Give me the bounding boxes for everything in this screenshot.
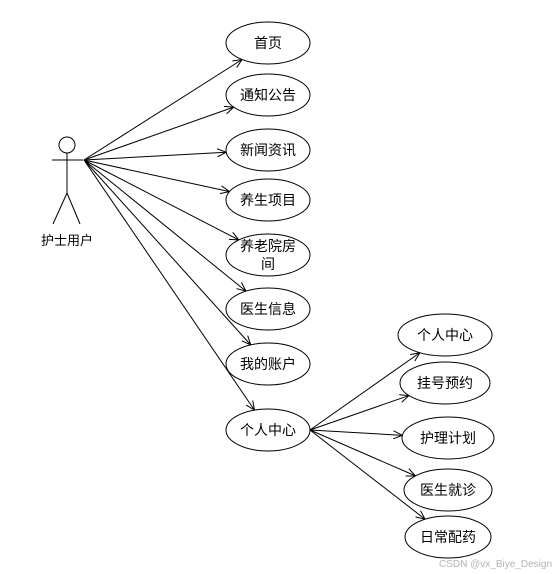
use-case-ellipse	[225, 233, 311, 277]
use-case-label: 养生项目	[240, 193, 296, 209]
use-case-label: 通知公告	[240, 87, 296, 104]
sub-use-case-label: 日常配药	[420, 530, 476, 546]
sub-association-line	[309, 429, 425, 519]
actor-head	[58, 136, 76, 154]
use-case-ellipse	[225, 408, 311, 452]
sub-use-case-ellipse	[403, 468, 493, 512]
use-case-label: 间	[261, 257, 275, 273]
use-case[interactable]: 医生信息	[225, 287, 311, 331]
sub-use-case-ellipse	[401, 416, 495, 460]
use-case-ellipse	[225, 342, 311, 386]
use-case[interactable]: 通知公告	[225, 73, 311, 117]
use-case-ellipse	[225, 178, 311, 222]
use-case-ellipse	[225, 287, 311, 331]
sub-use-case[interactable]: 医生就诊	[403, 468, 493, 512]
sub-use-case[interactable]: 护理计划	[401, 416, 495, 460]
sub-use-case-label: 医生就诊	[420, 483, 476, 499]
use-case[interactable]: 个人中心	[225, 408, 311, 452]
use-case-label: 医生信息	[240, 301, 296, 318]
association-line	[83, 152, 226, 161]
sub-use-case-label: 护理计划	[420, 431, 476, 447]
use-case[interactable]: 首页	[225, 21, 311, 65]
use-case-label: 个人中心	[240, 423, 296, 439]
associations	[83, 60, 425, 520]
sub-use-case-ellipse	[404, 515, 492, 559]
use-case-label: 养老院房	[240, 239, 296, 255]
sub-use-case-label: 挂号预约	[417, 376, 473, 392]
use-case-label: 我的账户	[240, 356, 296, 373]
association-line	[83, 107, 234, 161]
association-line	[83, 159, 254, 410]
sub-association-line	[309, 396, 409, 431]
association-line	[83, 159, 239, 240]
actor-left-leg	[52, 192, 68, 225]
association-line	[83, 159, 229, 192]
use-case-label: 首页	[254, 36, 282, 52]
sub-use-case-label: 个人中心	[417, 328, 473, 344]
association-line	[83, 60, 242, 161]
use-case-ellipse	[225, 128, 311, 172]
use-case[interactable]: 新闻资讯	[225, 128, 311, 172]
watermark: CSDN @vx_Biye_Design	[439, 559, 552, 570]
association-line	[83, 159, 246, 291]
use-case-ellipse	[225, 21, 311, 65]
use-case-label: 新闻资讯	[240, 143, 296, 159]
use-case-ellipse	[225, 73, 311, 117]
actor-figure	[52, 136, 83, 225]
use-case[interactable]: 我的账户	[225, 342, 311, 386]
sub-association-line	[309, 353, 420, 431]
sub-use-case[interactable]: 挂号预约	[399, 361, 491, 405]
actor-label: 护士用户	[41, 233, 93, 249]
sub-use-case-ellipse	[397, 313, 493, 357]
sub-use-case-ellipse	[399, 361, 491, 405]
use-case[interactable]: 养生项目	[225, 178, 311, 222]
sub-use-case[interactable]: 日常配药	[404, 515, 492, 559]
use-cases: 首页通知公告新闻资讯养生项目养老院房间医生信息我的账户个人中心个人中心挂号预约护…	[225, 21, 495, 559]
sub-use-case[interactable]: 个人中心	[397, 313, 493, 357]
sub-association-line	[309, 429, 402, 435]
actor-right-leg	[66, 192, 81, 225]
sub-association-line	[309, 429, 415, 476]
association-line	[83, 159, 251, 345]
